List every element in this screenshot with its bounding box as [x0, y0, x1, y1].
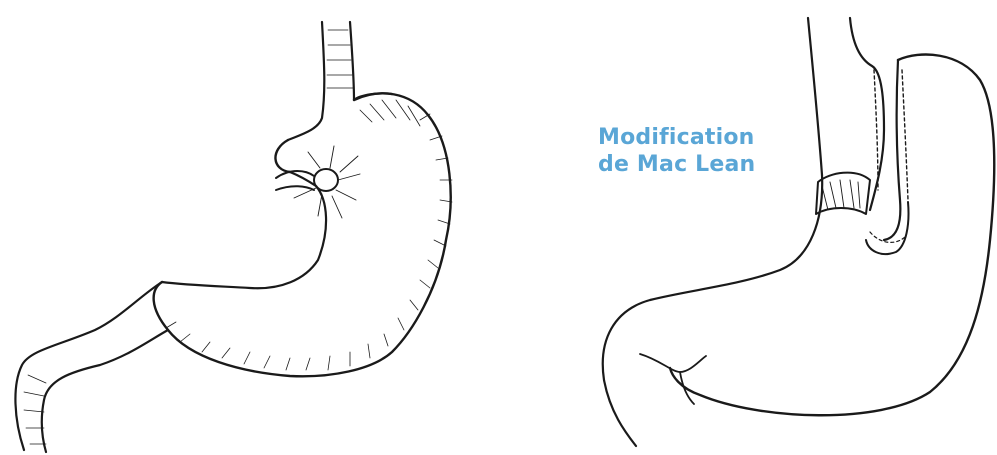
caption-line-1: Modification	[598, 124, 755, 151]
procedure-caption: Modification de Mac Lean	[598, 124, 755, 178]
stomach-mac-lean-modification-icon	[603, 18, 994, 446]
caption-line-2: de Mac Lean	[598, 151, 755, 178]
stomach-anatomy-icon	[15, 22, 452, 452]
